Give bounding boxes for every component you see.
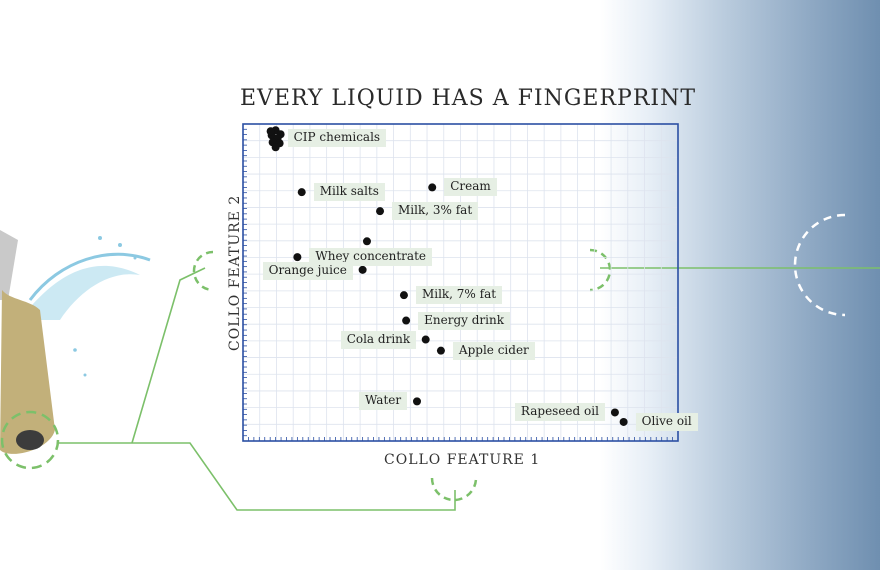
- connector-bracket-tank: [793, 213, 846, 317]
- point-label: Cream: [444, 178, 497, 197]
- data-point: [358, 265, 367, 274]
- axis-ticks: [242, 123, 679, 442]
- data-point: [362, 237, 371, 246]
- point-label: Olive oil: [635, 412, 698, 431]
- data-point: [297, 188, 306, 197]
- point-label: Milk, 7% fat: [415, 286, 503, 305]
- point-label: CIP chemicals: [287, 129, 387, 148]
- point-label: Orange juice: [262, 261, 353, 280]
- data-point: [428, 183, 437, 192]
- data-point: [436, 346, 445, 355]
- connector-bracket-left: [192, 250, 214, 292]
- point-label: Apple cider: [452, 341, 535, 360]
- point-label: Milk salts: [313, 183, 385, 202]
- data-point: [421, 335, 430, 344]
- data-points: [266, 126, 628, 426]
- data-point: [266, 127, 275, 136]
- connector-bracket-right: [589, 248, 612, 292]
- point-label: Energy drink: [418, 311, 510, 330]
- water-splash-icon: [20, 236, 151, 377]
- data-point: [271, 143, 280, 152]
- point-label: Rapeseed oil: [514, 403, 605, 422]
- chart-title: EVERY LIQUID HAS A FINGERPRINT: [240, 86, 697, 111]
- data-point: [619, 417, 628, 426]
- data-point: [399, 291, 408, 300]
- chart-grid: [243, 124, 678, 441]
- point-label: Whey concentrate: [309, 248, 432, 267]
- data-point: [376, 207, 385, 216]
- connector-lines: [58, 267, 880, 511]
- y-axis-label: COLLO FEATURE 2: [227, 194, 243, 351]
- point-label: Cola drink: [340, 330, 417, 349]
- connector-bracket-bottom: [430, 477, 478, 502]
- point-label: Water: [359, 392, 408, 411]
- point-label: Milk, 3% fat: [392, 202, 479, 221]
- x-axis-label: COLLO FEATURE 1: [384, 452, 541, 468]
- data-point: [293, 253, 302, 262]
- data-point: [413, 397, 421, 406]
- data-point: [402, 316, 411, 325]
- industrial-tanks-image: [600, 0, 880, 570]
- sensor-probe-icon: [0, 230, 60, 470]
- data-point-cluster: [266, 126, 285, 152]
- data-point: [610, 408, 619, 417]
